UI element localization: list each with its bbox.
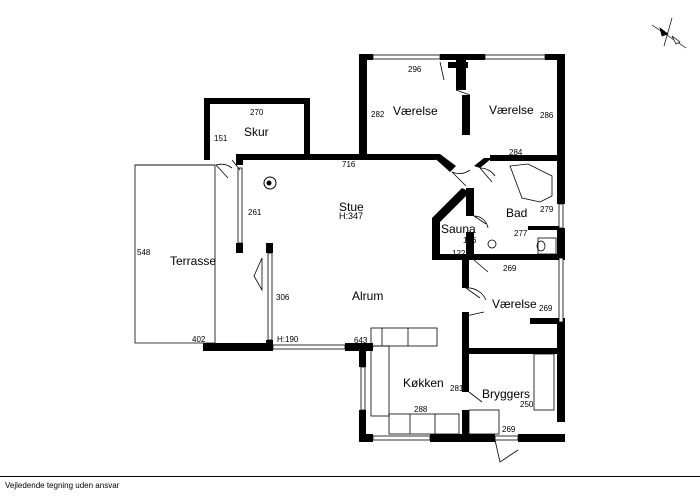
dimension-label: 643 xyxy=(354,336,368,345)
dimension-label: 548 xyxy=(137,248,151,257)
dimension-label: 277 xyxy=(514,229,528,238)
dimension-label: 306 xyxy=(276,293,290,302)
compass-icon xyxy=(651,17,687,49)
outer-walls xyxy=(203,54,565,442)
stove-icon xyxy=(263,176,277,190)
dimension-label: 269 xyxy=(539,304,553,313)
interior-walls xyxy=(430,60,565,440)
room-label-kokken: Køkken xyxy=(403,376,444,390)
footer-divider xyxy=(0,476,700,477)
room-label-stue: Stue xyxy=(339,200,364,214)
room-label-alrum: Alrum xyxy=(352,289,383,303)
room-label-skur: Skur xyxy=(244,125,269,139)
disclaimer-text: Vejledende tegning uden ansvar xyxy=(5,481,120,490)
dimension-label: 122 xyxy=(452,249,466,258)
windows xyxy=(237,54,564,441)
dimension-label: 166 xyxy=(463,236,477,245)
dimension-label: 269 xyxy=(502,425,516,434)
dimension-label: 282 xyxy=(371,110,385,119)
kitchen-counters xyxy=(370,327,555,435)
dimension-label: 402 xyxy=(192,335,206,344)
doors xyxy=(215,61,519,463)
dimension-label: 261 xyxy=(248,208,262,217)
room-height-stue: H:347 xyxy=(339,211,363,221)
dimension-label: 281 xyxy=(450,384,464,393)
dimension-label: 151 xyxy=(214,134,228,143)
bathroom-fixtures xyxy=(487,163,557,255)
dimension-label: 288 xyxy=(414,405,428,414)
room-label-bad: Bad xyxy=(506,206,527,220)
room-label-bryggers: Bryggers xyxy=(482,387,530,401)
room-label-vaerelse-3: Værelse xyxy=(492,297,537,311)
dimension-label: 269 xyxy=(503,264,517,273)
room-label-vaerelse-1: Værelse xyxy=(393,104,438,118)
room-label-terrasse: Terrasse xyxy=(170,254,216,268)
dimension-label: 716 xyxy=(342,160,356,169)
room-label-vaerelse-2: Værelse xyxy=(489,103,534,117)
shed-walls xyxy=(204,98,310,160)
dimension-label: 270 xyxy=(250,108,264,117)
dimension-label: 286 xyxy=(540,111,554,120)
dimension-label: H:190 xyxy=(277,335,299,344)
dimension-label: 296 xyxy=(408,65,422,74)
dimension-label: 279 xyxy=(540,205,554,214)
room-label-sauna: Sauna xyxy=(441,222,476,236)
dimension-label: 250 xyxy=(520,400,534,409)
dimension-label: 284 xyxy=(509,148,523,157)
